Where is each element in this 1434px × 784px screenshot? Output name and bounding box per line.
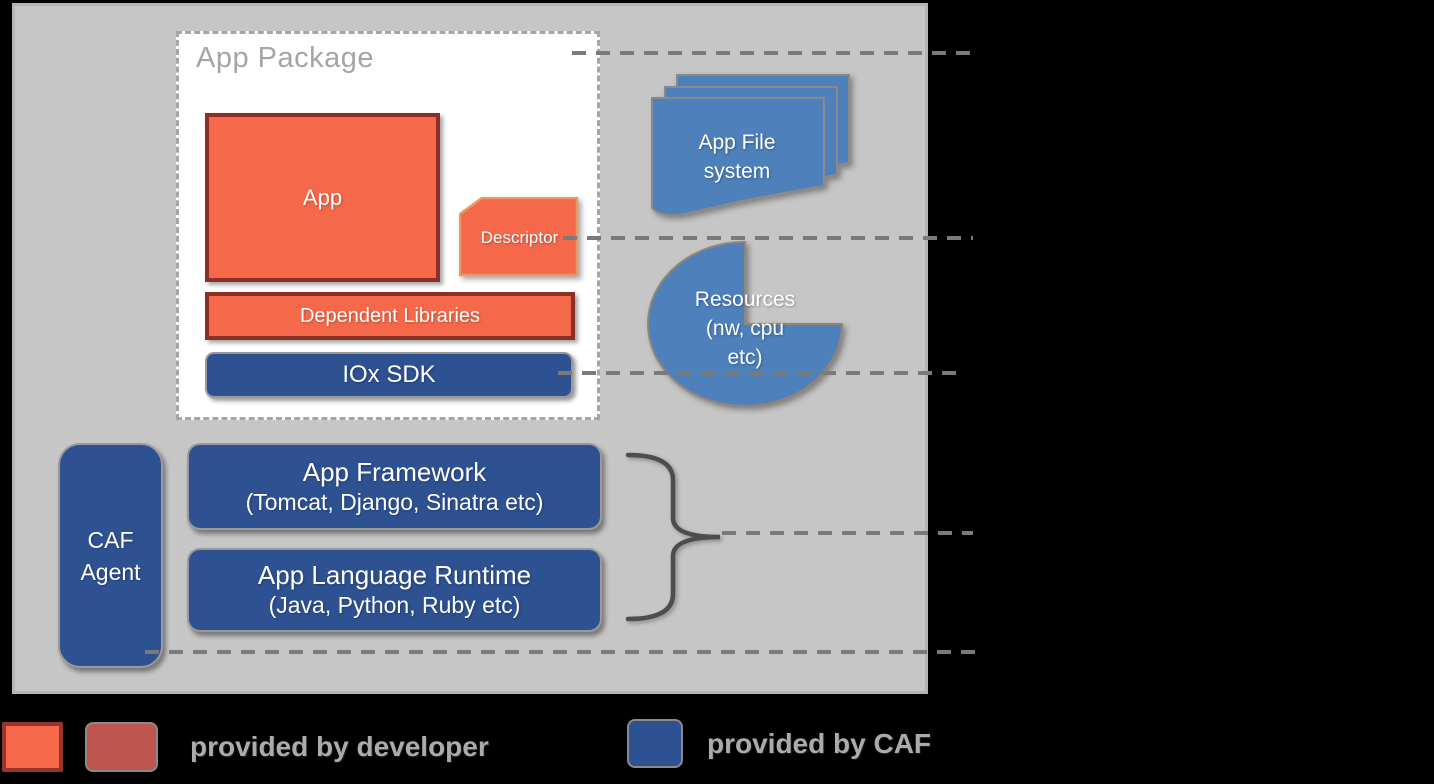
descriptor-label: Descriptor	[480, 227, 559, 247]
app-box-label: App	[302, 184, 343, 210]
iox-sdk-box: IOx SDK	[205, 352, 573, 398]
resources-pie	[647, 240, 844, 407]
legend-blue-swatch	[627, 719, 683, 768]
app-file-system-label: App File system	[698, 131, 776, 183]
dependent-libraries-box: Dependent Libraries	[205, 292, 575, 340]
grouping-brace	[625, 452, 721, 622]
brace-path	[625, 452, 721, 622]
iox-sdk-label: IOx SDK	[342, 361, 436, 388]
app-language-runtime-box: App Language Runtime (Java, Python, Ruby…	[187, 548, 602, 632]
app-framework-box: App Framework (Tomcat, Django, Sinatra e…	[187, 443, 602, 530]
caf-agent-line1: CAF	[87, 526, 134, 553]
legend-caf-label: provided by CAF	[707, 728, 932, 759]
app-box: App	[205, 113, 440, 282]
caf-agent-box: CAF Agent	[58, 443, 163, 668]
resources-shape	[647, 240, 844, 407]
app-file-system-shape	[651, 74, 850, 217]
app-framework-line1: App Framework	[302, 456, 487, 487]
legend-orange-swatch	[2, 722, 63, 772]
legend-developer-label: provided by developer	[190, 731, 489, 762]
resources-label: Resources (nw, cpu etc)	[694, 288, 796, 369]
legend-maroon-swatch	[85, 722, 158, 772]
app-framework-line2: (Tomcat, Django, Sinatra etc)	[245, 488, 544, 515]
dependent-libraries-label: Dependent Libraries	[299, 304, 481, 327]
document-sheet-front	[651, 97, 825, 217]
caf-agent-line2: Agent	[80, 558, 141, 585]
app-language-runtime-line2: (Java, Python, Ruby etc)	[268, 592, 521, 618]
app-language-runtime-line1: App Language Runtime	[257, 560, 532, 590]
app-package-title: App Package	[196, 42, 375, 74]
